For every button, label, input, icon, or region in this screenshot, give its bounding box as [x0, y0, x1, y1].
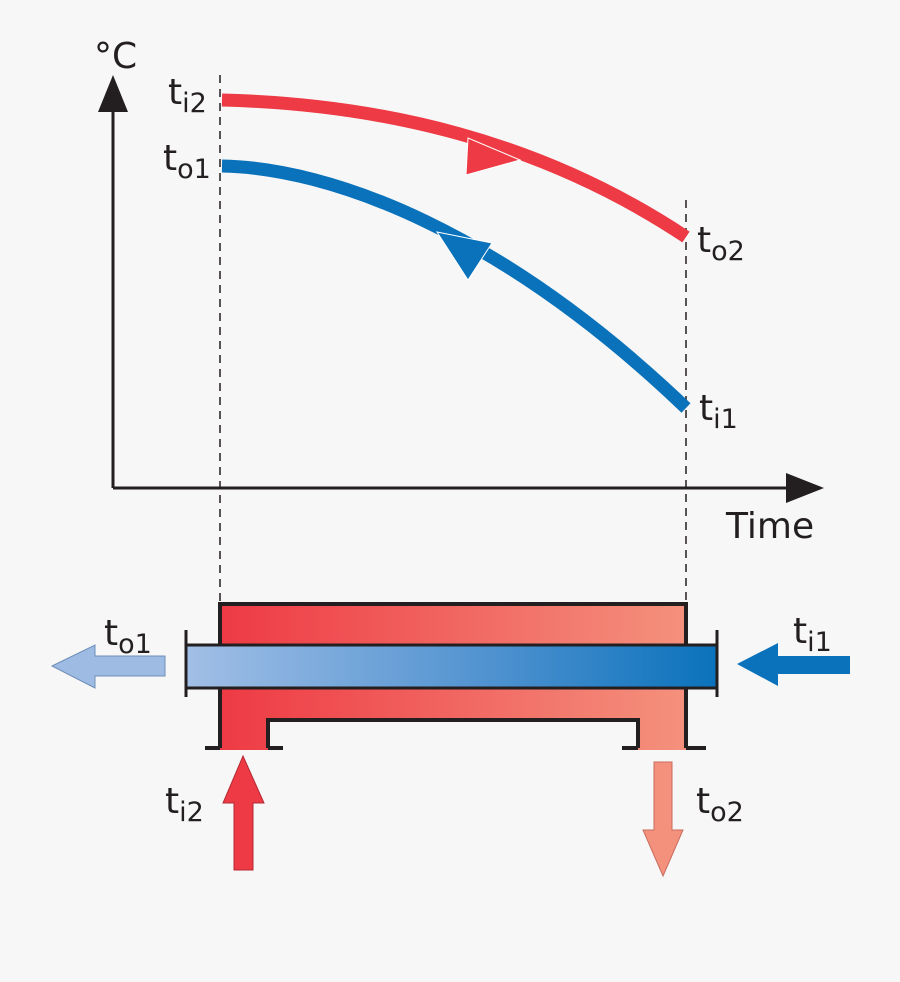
graph-label-ti1: ti1	[699, 388, 738, 435]
exchanger-label-to2: to2	[696, 781, 744, 828]
x-axis-label: Time	[725, 506, 814, 547]
cold-outlet-arrow-icon	[50, 644, 166, 689]
cold-fluid-curve	[221, 159, 691, 413]
shell-inner-wall	[266, 718, 640, 748]
graph-label-ti2: ti2	[168, 72, 207, 119]
heat-exchanger	[184, 602, 719, 750]
y-axis-label: °C	[94, 36, 137, 77]
hot-flow-direction-arrow-icon	[465, 137, 522, 176]
x-axis-arrow-icon	[786, 473, 824, 503]
y-axis-arrow-icon	[98, 75, 128, 112]
tube-cold-side	[185, 645, 718, 688]
exchanger-label-ti2: ti2	[165, 781, 204, 828]
exchanger-label-to1: to1	[104, 613, 152, 660]
tube-end-flanges	[184, 630, 719, 697]
graph-label-to2: to2	[697, 220, 745, 267]
graph-axes	[98, 75, 824, 503]
graph-label-to1: to1	[163, 138, 211, 185]
exchanger-label-ti1: ti1	[793, 611, 832, 658]
hot-fluid-curve	[221, 93, 690, 243]
hot-outlet-arrow-icon	[642, 761, 684, 878]
tube-outline	[185, 643, 718, 690]
hot-inlet-arrow-icon	[222, 754, 265, 871]
cold-flow-direction-arrow-icon	[435, 231, 493, 281]
cold-inlet-arrow-icon	[737, 643, 850, 686]
